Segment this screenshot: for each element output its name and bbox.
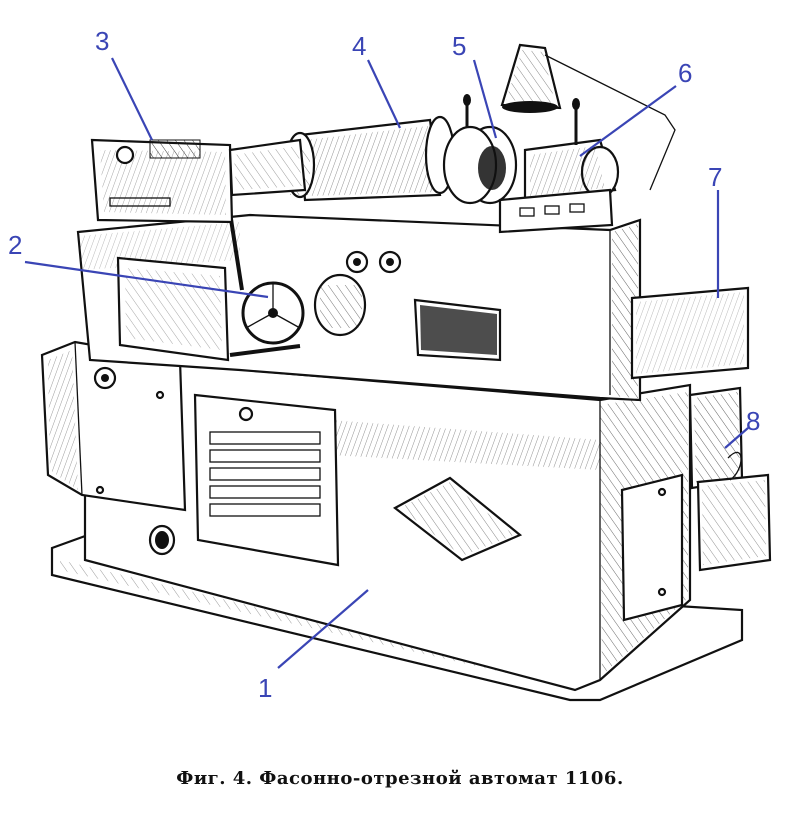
callout-4: 4 bbox=[352, 31, 366, 61]
leader-2 bbox=[24, 260, 269, 299]
lower-bed bbox=[83, 363, 692, 692]
callout-1: 1 bbox=[258, 673, 272, 703]
leader-6 bbox=[579, 85, 677, 157]
callout-3: 3 bbox=[95, 26, 109, 56]
tailstock bbox=[498, 98, 620, 234]
handwheel bbox=[226, 199, 367, 357]
lamp bbox=[500, 43, 676, 191]
callout-5: 5 bbox=[452, 31, 466, 61]
leader-5 bbox=[472, 59, 498, 139]
leader-8 bbox=[724, 427, 749, 449]
leader-3 bbox=[111, 57, 153, 141]
chuck bbox=[442, 94, 518, 205]
callout-7: 7 bbox=[708, 162, 722, 192]
leader-4 bbox=[367, 59, 401, 129]
callout-2: 2 bbox=[8, 230, 22, 260]
leader-lines bbox=[24, 57, 749, 669]
leader-1 bbox=[277, 589, 369, 669]
figure-caption: Фиг. 4. Фасонно-отрезной автомат 1106. bbox=[176, 768, 624, 789]
spindle-housing bbox=[284, 115, 456, 202]
cross-slide bbox=[90, 138, 307, 224]
callout-8: 8 bbox=[746, 406, 760, 436]
callout-labels: 1 2 3 4 5 6 7 8 bbox=[8, 26, 760, 703]
chip-tray bbox=[630, 286, 772, 572]
electrical-cabinet bbox=[40, 340, 187, 512]
louver-slots bbox=[209, 431, 321, 517]
callout-6: 6 bbox=[678, 58, 692, 88]
